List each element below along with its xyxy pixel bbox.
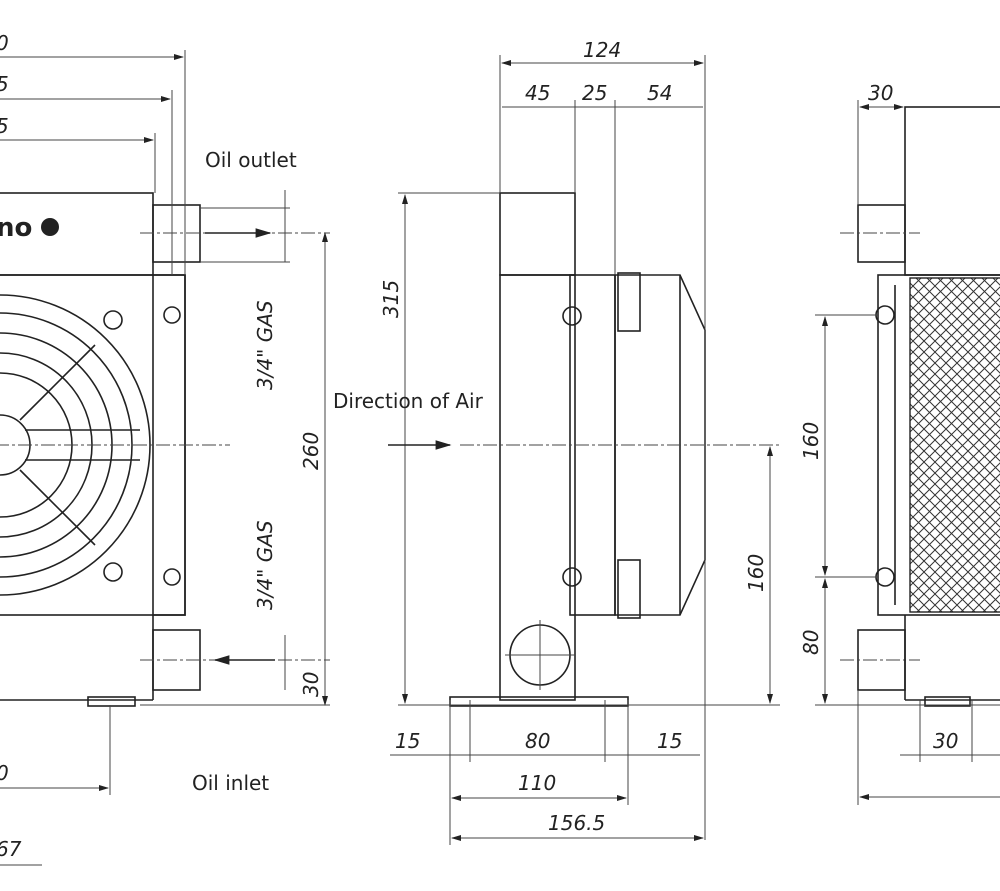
dim-30-bottom: 30 <box>933 729 958 753</box>
bracket <box>617 559 641 619</box>
overall-dim: 67 <box>0 837 22 861</box>
dim-25: 25 <box>582 81 607 105</box>
dim-80: 80 <box>525 729 550 753</box>
dim-15-left: 15 <box>395 729 420 753</box>
bolt <box>163 306 181 324</box>
dim-top-1: 0 <box>0 31 9 55</box>
inlet-offset-dim: 30 <box>299 672 323 697</box>
side-view: 124 45 25 54 315 Direction of Air 160 15… <box>333 38 780 845</box>
dim-54: 54 <box>647 81 672 105</box>
header-box <box>499 192 576 276</box>
header-box <box>904 106 1000 276</box>
dim-top-2: 5 <box>0 72 9 96</box>
oil-inlet-label: Oil inlet <box>192 771 269 795</box>
bottom-dim: 0 <box>0 761 9 785</box>
front-view: 0 5 5 no Oil outlet Oil inlet 3/4" GAS 3… <box>0 31 330 866</box>
core-frame <box>877 274 1000 616</box>
rear-view: 30 160 80 30 <box>799 81 1000 805</box>
dim-15-right: 15 <box>657 729 682 753</box>
height-dim: 260 <box>299 432 323 470</box>
dim-30-top: 30 <box>868 81 893 105</box>
dim-top-3: 5 <box>0 114 9 138</box>
oil-outlet-label: Oil outlet <box>205 148 297 172</box>
dim-156-5: 156.5 <box>548 811 605 835</box>
dim-45: 45 <box>525 81 550 105</box>
direction-of-air-label: Direction of Air <box>333 389 484 413</box>
foot-plate <box>924 696 971 707</box>
dim-124: 124 <box>583 38 621 62</box>
dim-160: 160 <box>744 554 768 592</box>
bracket <box>617 272 641 332</box>
mount-hole <box>103 562 123 582</box>
brand-logo: no <box>0 213 32 243</box>
dim-315: 315 <box>379 280 403 318</box>
bolt <box>163 568 181 586</box>
dim-80-rear: 80 <box>799 630 823 655</box>
bolt <box>562 567 582 587</box>
bolt <box>562 306 582 326</box>
port-lower-label: 3/4" GAS <box>253 520 277 610</box>
port-upper-label: 3/4" GAS <box>253 300 277 390</box>
dim-110: 110 <box>518 771 556 795</box>
foot-plate <box>87 696 136 707</box>
dim-160-rear: 160 <box>799 422 823 460</box>
cooling-core <box>909 277 1000 613</box>
core-body <box>499 274 576 701</box>
mount-hole <box>103 310 123 330</box>
